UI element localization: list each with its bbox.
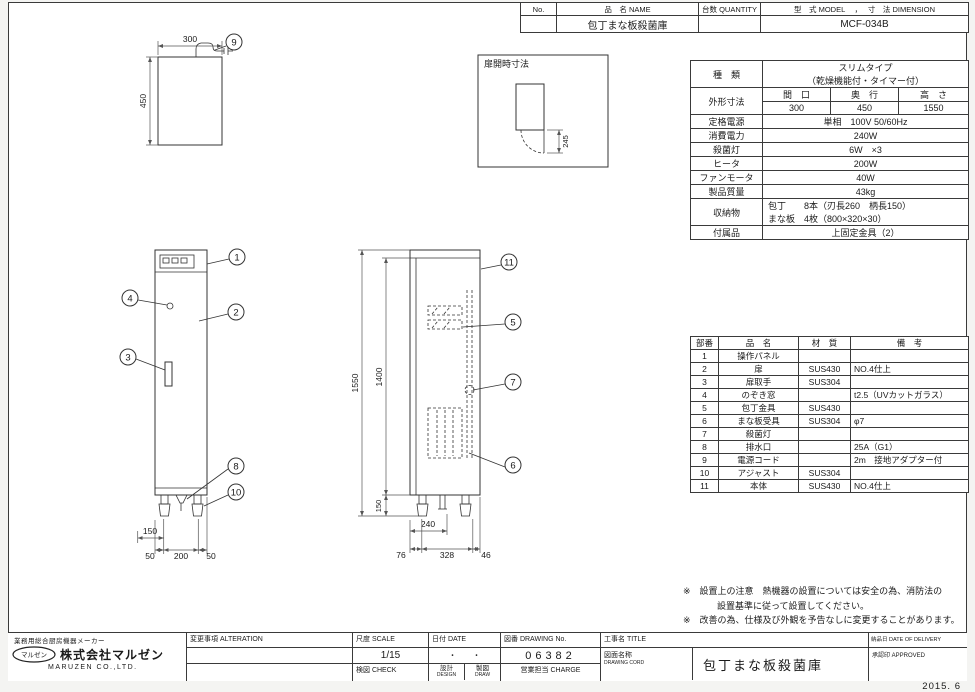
- model-value: MCF-034B: [760, 15, 969, 33]
- draw-cell: 製図 DRAW: [464, 664, 500, 680]
- scale-label: 尺度 SCALE: [353, 633, 428, 648]
- spec-label: 消費電力: [690, 128, 763, 143]
- product-name: 包丁まな板殺菌庫: [556, 15, 699, 33]
- spec-label: 種 類: [690, 60, 763, 88]
- charge-label: 営業担当 CHARGE: [520, 667, 581, 674]
- check-label: 検図 CHECK: [356, 667, 397, 674]
- drawing-no-value: 06382: [501, 648, 600, 664]
- drawing-no-label: 図番 DRAWING No.: [501, 633, 600, 648]
- alteration-column: 変更事項 ALTERATION: [186, 633, 352, 681]
- header-table: No. 品 名 NAME 台数 QUANTITY 型 式 MODEL ， 寸 法…: [520, 2, 969, 33]
- scale-column: 尺度 SCALE 1/15 検図 CHECK: [352, 633, 428, 681]
- date-label: 日付 DATE: [429, 633, 500, 648]
- maruzen-logo: マルゼン: [12, 646, 56, 663]
- no-label: No.: [520, 2, 557, 16]
- drawing-name-value: 包丁まな板殺菌庫: [703, 657, 824, 673]
- issue-date: 2015. 6: [922, 681, 961, 692]
- spec-label: ヒータ: [690, 156, 763, 171]
- drawing-name-label: 図面名称 DRAWING CORD: [601, 648, 693, 680]
- spec-label: 殺菌灯: [690, 142, 763, 157]
- installation-notes: ※ 設置上の注意 熱機器の設置については安全の為、消防法の 設置基準に従って設置…: [683, 584, 973, 628]
- company-block: 業務用総合厨房機器メーカー マルゼン 株式会社マルゼン MARUZEN CO.,…: [8, 633, 186, 681]
- design-cell: 設計 DESIGN: [436, 665, 457, 678]
- spec-table: 種 類 スリムタイプ （乾燥機能付・タイマー付） 外形寸法 間 口 奥 行 高 …: [690, 60, 969, 240]
- delivery-column: 納品日 DATE OF DELIVERY 承認印 APPROVED: [868, 633, 967, 681]
- spec-label: 製品質量: [690, 184, 763, 199]
- model-label: 型 式 MODEL ， 寸 法 DIMENSION: [760, 2, 969, 16]
- title-label: 工事名 TITLE: [601, 633, 868, 648]
- drawing-no-column: 図番 DRAWING No. 06382 営業担当 CHARGE: [500, 633, 600, 681]
- spec-width: 300: [762, 101, 831, 115]
- parts-header-row: 部番 品 名 材 質 備 考: [690, 336, 969, 350]
- maker-tagline: 業務用総合厨房機器メーカー: [14, 638, 105, 645]
- note-line: ※ 設置上の注意 熱機器の設置については安全の為、消防法の: [683, 586, 943, 596]
- spec-label: ファンモータ: [690, 170, 763, 185]
- note-line: ※ 改善の為、仕様及び外観を予告なしに変更することがあります。: [683, 615, 960, 625]
- title-column: 工事名 TITLE 図面名称 DRAWING CORD 包丁まな板殺菌庫: [600, 633, 868, 681]
- note-line: 設置基準に従って設置してください。: [717, 600, 870, 611]
- spec-label: 付属品: [690, 225, 763, 240]
- scale-value: 1/15: [353, 648, 428, 664]
- svg-text:マルゼン: マルゼン: [21, 650, 47, 659]
- spec-depth: 450: [830, 101, 899, 115]
- quantity-label: 台数 QUANTITY: [698, 2, 761, 16]
- name-label: 品 名 NAME: [556, 2, 699, 16]
- spec-height: 1550: [898, 101, 969, 115]
- title-block: 業務用総合厨房機器メーカー マルゼン 株式会社マルゼン MARUZEN CO.,…: [8, 632, 967, 681]
- spec-label: 定格電源: [690, 114, 763, 129]
- date-column: 日付 DATE ・ ・ 設計 DESIGN 製図 DRAW: [428, 633, 500, 681]
- date-value: ・ ・: [429, 648, 500, 664]
- spec-label: 収納物: [690, 198, 763, 226]
- delivery-label: 納品日 DATE OF DELIVERY: [869, 633, 967, 648]
- company-name: 株式会社マルゼン: [60, 648, 165, 662]
- approved-label: 承認印 APPROVED: [872, 653, 926, 659]
- alteration-label: 変更事項 ALTERATION: [187, 633, 352, 648]
- spec-value: スリムタイプ （乾燥機能付・タイマー付）: [762, 60, 969, 88]
- company-name-en: MARUZEN CO.,LTD.: [48, 664, 138, 671]
- spec-label: 外形寸法: [690, 87, 763, 115]
